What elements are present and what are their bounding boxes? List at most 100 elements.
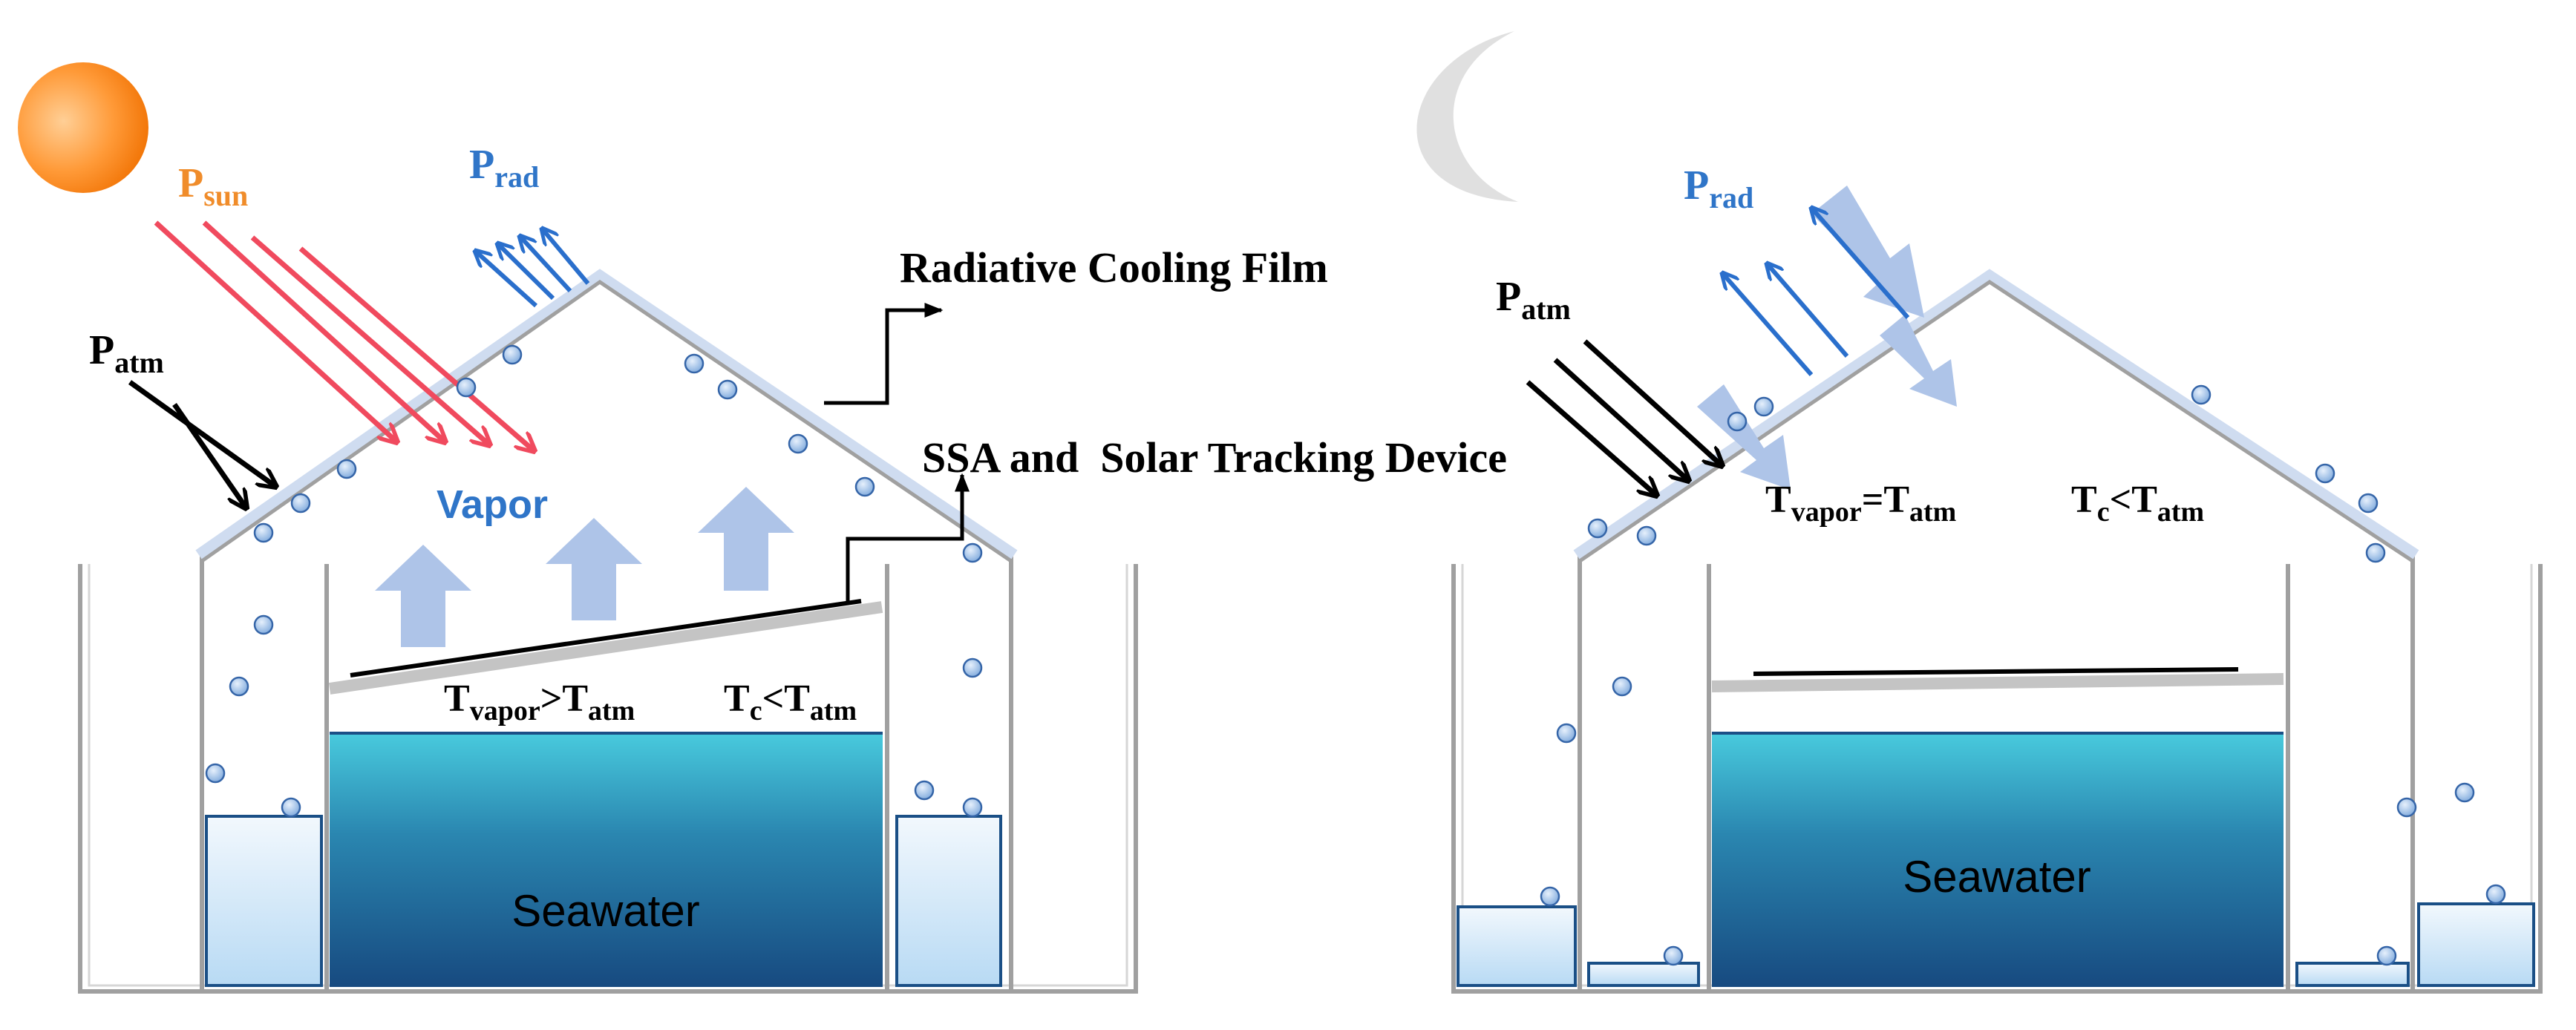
droplet — [2315, 463, 2335, 484]
droplet — [1753, 396, 1774, 417]
ssa-plate — [350, 599, 862, 678]
p-rad-label-night: Prad — [1684, 163, 1753, 214]
vapor-arrow — [546, 518, 642, 620]
p-atm-label-day: Patm — [89, 327, 164, 379]
droplet — [336, 459, 357, 479]
freshwater-tank-small-left — [1587, 962, 1700, 987]
seawater-basin — [330, 733, 883, 987]
droplet — [2454, 782, 2475, 803]
droplet — [962, 657, 983, 678]
atm-arrows — [1526, 339, 1722, 496]
callouts: Radiative Cooling Film SSA and Solar Tra… — [824, 243, 1507, 601]
night-scene: Prad Patm Tvapor=Tatm Tc<Tatm Seawater — [1416, 31, 2543, 994]
droplet — [229, 676, 249, 697]
droplet — [290, 493, 311, 514]
sun-icon — [18, 62, 148, 193]
sun-ray — [202, 220, 445, 442]
droplet — [281, 797, 301, 818]
atm-arrow — [1526, 380, 1657, 496]
droplet — [205, 763, 226, 784]
seawater-basin — [1712, 733, 2284, 987]
sun-rays — [154, 220, 535, 451]
droplet — [1727, 411, 1748, 432]
droplet — [684, 353, 705, 374]
t-vapor-night: Tvapor=Tatm — [1765, 479, 1956, 528]
atm-broad-arrow — [1811, 186, 1924, 318]
droplet — [2365, 542, 2386, 563]
ssa-plate — [1753, 667, 2239, 676]
droplet — [1612, 676, 1632, 697]
t-c-night: Tc<Tatm — [2071, 479, 2204, 528]
ssa-plate-shadow — [328, 601, 883, 695]
droplet — [788, 433, 808, 454]
vapor-arrow — [375, 545, 471, 647]
freshwater-tank-right — [2417, 902, 2535, 987]
rad-arrow — [520, 236, 572, 293]
droplets — [1540, 384, 2506, 966]
droplet — [2376, 945, 2397, 966]
droplet — [253, 614, 274, 635]
freshwater-tank-right — [895, 815, 1002, 987]
atm-arrow — [1583, 339, 1722, 466]
rad-arrow — [1767, 263, 1849, 358]
droplet — [253, 522, 274, 543]
droplet — [2485, 884, 2506, 905]
day-scene: Psun Prad Patm Vapor Tvapor>Tatm Tc<Tatm… — [18, 62, 1138, 994]
droplet — [502, 344, 523, 365]
atm-arrows — [128, 380, 276, 508]
rad-arrows — [475, 229, 590, 308]
droplet — [854, 476, 875, 497]
vapor-label: Vapor — [437, 482, 548, 527]
sun-ray — [298, 246, 535, 451]
droplet — [962, 542, 983, 563]
droplet — [1587, 518, 1608, 539]
atm-broad-arrow — [1880, 315, 1957, 407]
droplet — [1540, 886, 1560, 907]
seawater-label-day: Seawater — [511, 886, 699, 936]
rad-arrow — [497, 243, 555, 301]
droplet — [1663, 945, 1684, 966]
rad-arrow — [1811, 208, 1910, 319]
outer-basin — [1451, 564, 2543, 994]
device-callout-line — [846, 473, 970, 601]
moon-icon — [1416, 31, 1518, 202]
droplet — [2358, 493, 2379, 514]
droplet — [2396, 797, 2417, 818]
device-callout-label: SSA and Solar Tracking Device — [922, 433, 1507, 482]
rad-arrows — [1722, 208, 1910, 376]
t-c-day: Tc<Tatm — [724, 678, 857, 726]
roof-frame — [200, 279, 1013, 563]
droplet — [456, 377, 477, 398]
p-rad-label-day: Prad — [469, 142, 539, 194]
freshwater-tank-left — [1457, 905, 1577, 987]
droplet — [1636, 525, 1657, 546]
freshwater-tank-small-right — [2295, 962, 2410, 987]
outer-basin — [78, 564, 1138, 994]
film-callout-label: Radiative Cooling Film — [900, 243, 1328, 292]
vapor-arrow — [698, 487, 794, 591]
sun-ray — [250, 235, 490, 445]
rad-arrow — [475, 251, 538, 308]
radiative-cooling-roof — [1573, 269, 2419, 560]
film-callout-line — [824, 303, 944, 405]
atm-arrow — [128, 380, 276, 487]
droplet — [2191, 384, 2211, 405]
sun-ray — [154, 220, 397, 442]
droplet — [914, 780, 935, 801]
rad-arrow — [1722, 273, 1814, 376]
seawater-label-night: Seawater — [1903, 852, 2090, 902]
atm-broad-arrow — [1697, 384, 1791, 490]
atm-arrow — [172, 403, 246, 508]
t-vapor-day: Tvapor>Tatm — [444, 678, 635, 726]
freshwater-tank-left — [205, 815, 323, 987]
p-sun-label: Psun — [178, 160, 248, 212]
atm-broad-arrows — [1697, 186, 1957, 490]
radiative-cooling-roof — [195, 269, 1018, 560]
droplet — [1556, 723, 1577, 744]
droplet — [717, 379, 738, 400]
roof-frame — [1578, 279, 2414, 563]
rad-arrow — [542, 229, 590, 285]
p-atm-label-night: Patm — [1496, 274, 1571, 326]
atm-arrow — [1553, 358, 1689, 481]
